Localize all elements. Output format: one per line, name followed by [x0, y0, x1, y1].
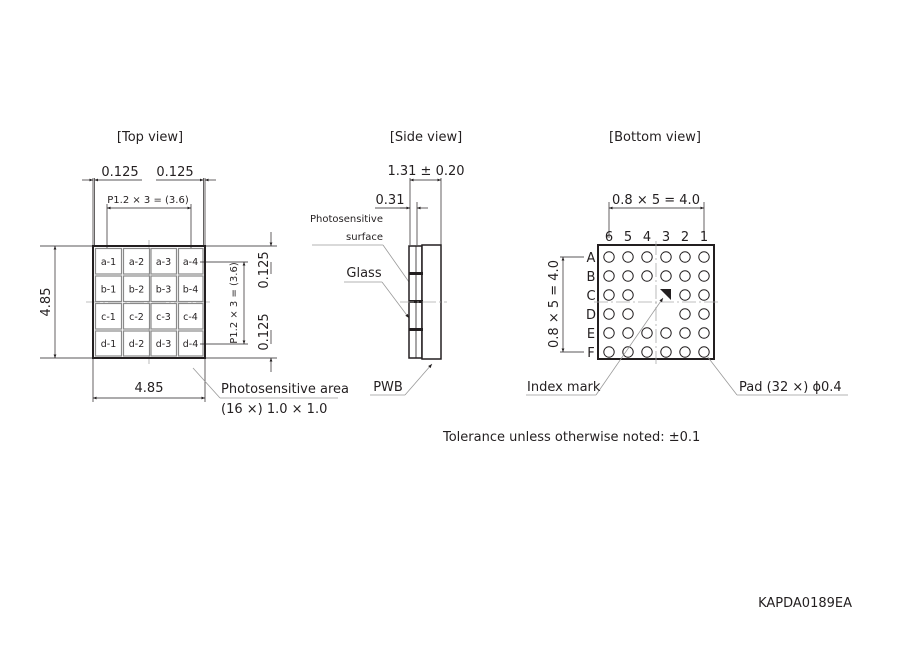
column-label: 5 [624, 230, 632, 245]
pad-E4 [641, 327, 653, 339]
pad-D1 [698, 308, 710, 320]
index-mark-icon [660, 289, 671, 300]
horizontal-pitch-dim: 0.8 × 5 = 4.0 [612, 193, 700, 208]
pad-A2 [679, 251, 691, 263]
index-mark-label: Index mark [527, 380, 601, 395]
dim-top-right: 0.125 [156, 165, 193, 180]
cell-label: c-1 [101, 312, 116, 323]
pad-C6 [603, 289, 615, 301]
pad-B1 [698, 270, 710, 282]
vertical-pitch-dim: 0.8 × 5 = 4.0 [547, 260, 562, 348]
width-dim: 4.85 [135, 381, 164, 396]
row-label: C [586, 289, 595, 304]
pad-array [603, 251, 710, 358]
photosensitive-surface-label-2: surface [346, 232, 383, 243]
pad-E3 [660, 327, 672, 339]
pad-C5 [622, 289, 634, 301]
pad-A3 [660, 251, 672, 263]
column-label: 2 [681, 230, 689, 245]
pad-D6 [603, 308, 615, 320]
photodiode-cell-grid: a-1 a-2 a-3 a-4 b-1 b-2 b-3 b-4 c-1 c-2 … [94, 247, 204, 357]
bottom-view: [Bottom view] 0.8 × 5 = 4.0 6 5 4 3 2 1 … [526, 130, 848, 396]
dim-top-left: 0.125 [101, 165, 138, 180]
dim-right-bottom: 0.125 [257, 313, 272, 350]
pad-F3 [660, 346, 672, 358]
cell-label: c-3 [156, 312, 171, 323]
row-label: E [587, 327, 595, 342]
cell-label: b-2 [129, 285, 145, 296]
cell-label: b-1 [101, 285, 117, 296]
pad-B4 [641, 270, 653, 282]
pitch-vertical: P1.2 × 3 = (3.6) [229, 262, 240, 344]
row-label: A [587, 251, 596, 266]
cell-label: b-3 [156, 285, 172, 296]
column-label: 4 [643, 230, 651, 245]
pad-F2 [679, 346, 691, 358]
pad-B2 [679, 270, 691, 282]
pad-F6 [603, 346, 615, 358]
cell-label: d-1 [101, 339, 117, 350]
pad-A6 [603, 251, 615, 263]
pad-E5 [622, 327, 634, 339]
pad-C1 [698, 289, 710, 301]
column-label: 3 [662, 230, 670, 245]
drawing-code: KAPDA0189EA [758, 596, 852, 611]
tolerance-note: Tolerance unless otherwise noted: ±0.1 [442, 430, 700, 445]
pitch-horizontal: P1.2 × 3 = (3.6) [107, 195, 189, 206]
row-label: F [587, 346, 594, 361]
height-dim: 4.85 [39, 288, 54, 317]
photosensitive-area-label: Photosensitive area [221, 382, 349, 397]
top-view: [Top view] 0.125 0.125 P1.2 × 3 = (3.6) … [39, 130, 349, 417]
photosensitive-surface-label: Photosensitive [310, 214, 383, 225]
photosensitive-area-size: (16 ×) 1.0 × 1.0 [221, 402, 327, 417]
side-view: [Side view] 1.31 ± 0.20 0.31 Photosensit… [310, 130, 465, 396]
bottom-view-title: [Bottom view] [609, 130, 701, 145]
cell-label: c-2 [129, 312, 144, 323]
pad-B3 [660, 270, 672, 282]
side-view-title: [Side view] [390, 130, 462, 145]
pad-E1 [698, 327, 710, 339]
cell-label: d-2 [129, 339, 145, 350]
column-label: 6 [605, 230, 613, 245]
cell-label: c-4 [183, 312, 198, 323]
row-label: B [587, 270, 596, 285]
pad-B6 [603, 270, 615, 282]
pad-A4 [641, 251, 653, 263]
cell-label: d-3 [156, 339, 172, 350]
glass-label: Glass [346, 266, 381, 281]
thickness-dim: 1.31 ± 0.20 [387, 164, 464, 179]
pad-D5 [622, 308, 634, 320]
pad-F1 [698, 346, 710, 358]
pad-F5 [622, 346, 634, 358]
cell-label: d-4 [183, 339, 199, 350]
pad-A5 [622, 251, 634, 263]
pad-E2 [679, 327, 691, 339]
pad-D2 [679, 308, 691, 320]
glass-thickness-dim: 0.31 [376, 193, 405, 208]
cell-label: a-3 [156, 257, 171, 268]
cell-label: a-4 [183, 257, 198, 268]
cell-label: a-1 [101, 257, 116, 268]
pad-label: Pad (32 ×) ϕ0.4 [739, 380, 842, 395]
top-view-title: [Top view] [117, 130, 183, 145]
column-label: 1 [700, 230, 708, 245]
row-label: D [586, 308, 596, 323]
cell-label: b-4 [183, 285, 199, 296]
pad-F4 [641, 346, 653, 358]
pad-A1 [698, 251, 710, 263]
pad-B5 [622, 270, 634, 282]
cell-label: a-2 [129, 257, 144, 268]
pad-E6 [603, 327, 615, 339]
dim-right-top: 0.125 [257, 251, 272, 288]
pad-C2 [679, 289, 691, 301]
pwb-label: PWB [373, 380, 403, 395]
